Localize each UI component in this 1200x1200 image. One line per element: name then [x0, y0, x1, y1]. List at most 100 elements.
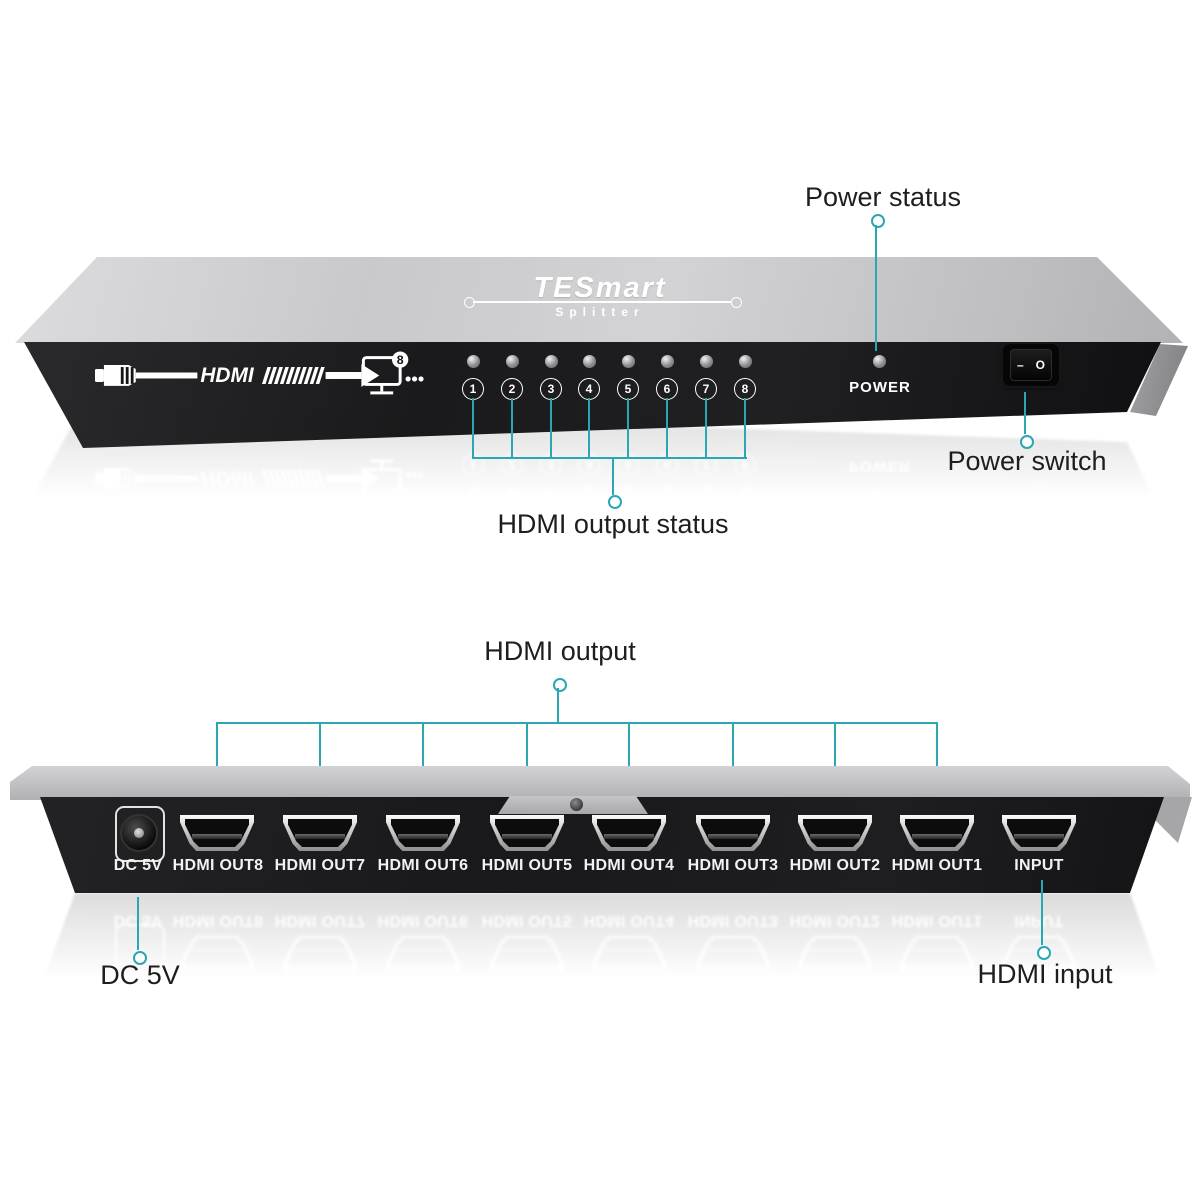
power-switch-rocker: – O: [1010, 473, 1052, 505]
power-switch-rocker: – O: [1010, 349, 1052, 381]
hdmi-port-out5: [490, 815, 564, 851]
output-led-8: 8: [734, 454, 756, 499]
hdmi-graphic-text: HDMI: [200, 467, 255, 490]
hdmi-port-pins: [295, 947, 345, 952]
port-label-out3: HDMI OUT3: [687, 912, 779, 929]
led-indicator: [506, 486, 519, 499]
hdmi-graphic-text: HDMI: [200, 364, 255, 387]
power-led: [873, 486, 886, 499]
hdmi-port-out7: [283, 815, 357, 851]
hdmi-port-shell: [283, 935, 357, 971]
led-indicator: [738, 355, 752, 368]
led-indicator: [661, 486, 674, 499]
port-label-out6: HDMI OUT6: [377, 857, 469, 874]
led-indicator: [700, 486, 713, 499]
callout-line: [472, 398, 474, 458]
port-label-input: INPUT: [1014, 857, 1064, 874]
hdmi-port-pins: [191, 834, 243, 840]
hdmi-port-pins: [708, 947, 758, 952]
hdmi-port-out8: [180, 815, 254, 851]
screw-icon: [570, 798, 583, 811]
port-label-out4: HDMI OUT4: [583, 912, 675, 929]
led-indicator: [545, 486, 558, 499]
hdmi-port-out5: [490, 935, 564, 971]
dc-power-jack: [115, 806, 165, 862]
hdmi-port-opening: [701, 819, 765, 847]
switch-on-mark: –: [1016, 482, 1024, 496]
callout-dot: [608, 495, 622, 509]
hdmi-port-opening: [905, 819, 969, 847]
logo-underline: [473, 301, 731, 303]
hdmi-port-pins: [501, 834, 553, 840]
port-label-out5: HDMI OUT5: [481, 857, 573, 874]
hdmi-port-opening: [391, 939, 455, 967]
output-led-6: 6: [656, 355, 678, 400]
hdmi-port-pins: [192, 947, 242, 952]
hdmi-cable-graphic: HDMI 8: [94, 351, 424, 395]
hdmi-port-opening: [803, 939, 867, 967]
hdmi-port-opening: [288, 819, 352, 847]
brand-logo-sub: Splitter: [555, 305, 645, 319]
power-switch: – O: [1003, 344, 1059, 386]
display-count-badge: 8: [397, 353, 404, 367]
brand-logo: TESmart: [533, 272, 667, 304]
callout-power-switch: Power switch: [947, 446, 1107, 476]
callout-line: [627, 398, 629, 458]
callout-dot: [1037, 946, 1051, 960]
hdmi-port-shell: [696, 935, 770, 971]
hdmi-port-shell: [798, 935, 872, 971]
callout-line: [875, 225, 877, 351]
hdmi-port-out3: [696, 815, 770, 851]
callout-line: [137, 897, 139, 950]
port-label-out3: HDMI OUT3: [687, 857, 779, 874]
hdmi-port-opening: [597, 819, 661, 847]
callout-dot: [133, 951, 147, 965]
output-led-5: 5: [617, 454, 639, 499]
output-led-7: 7: [695, 454, 717, 499]
led-number: 2: [501, 378, 523, 400]
port-label-out5: HDMI OUT5: [481, 912, 573, 929]
monitor-icon: [363, 470, 400, 497]
callout-bus: [216, 722, 938, 724]
led-indicator: [621, 355, 635, 368]
hdmi-port-out3: [696, 935, 770, 971]
callout-line: [550, 398, 552, 458]
front-panel: HDMI 8 1 2: [24, 342, 1161, 448]
port-label-out7: HDMI OUT7: [274, 857, 366, 874]
port-label-out2: HDMI OUT2: [789, 912, 881, 929]
power-led-label: POWER: [849, 458, 911, 475]
port-label-out2: HDMI OUT2: [789, 857, 881, 874]
callout-line: [666, 398, 668, 458]
callout-hdmi-output: HDMI output: [484, 636, 636, 666]
led-number: 5: [617, 378, 639, 400]
hdmi-port-opening: [495, 819, 559, 847]
port-label-out8: HDMI OUT8: [172, 912, 264, 929]
led-number: 8: [734, 378, 756, 400]
display-count-badge: 8: [397, 487, 404, 501]
led-number: 4: [578, 378, 600, 400]
output-led-1: 1: [462, 454, 484, 499]
hdmi-port-shell: [592, 935, 666, 971]
led-indicator: [467, 486, 480, 499]
led-number: 7: [695, 378, 717, 400]
hdmi-port-pins: [707, 834, 759, 840]
output-led-7: 7: [695, 355, 717, 400]
callout-line: [1024, 392, 1026, 434]
led-number: 3: [540, 378, 562, 400]
switch-off-mark: O: [1035, 358, 1045, 372]
callout-dc-power: DC 5V: [100, 960, 180, 990]
hdmi-port-out2: [798, 815, 872, 851]
output-led-3: 3: [540, 454, 562, 499]
output-led-2: 2: [501, 355, 523, 400]
led-number: 6: [656, 378, 678, 400]
output-led-5: 5: [617, 355, 639, 400]
hdmi-port-pins: [603, 834, 655, 840]
led-indicator: [739, 486, 752, 499]
output-led-2: 2: [501, 454, 523, 499]
port-label-out4: HDMI OUT4: [583, 857, 675, 874]
hdmi-port-pins: [502, 947, 552, 952]
callout-line: [612, 459, 614, 495]
hdmi-port-pins: [1013, 834, 1065, 840]
port-label-out8: HDMI OUT8: [172, 857, 264, 874]
